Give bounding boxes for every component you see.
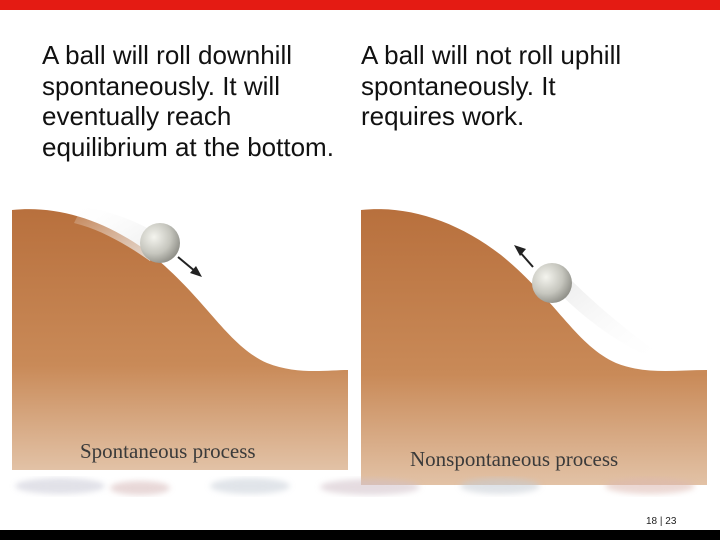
motion-streak (74, 207, 162, 261)
caption-spontaneous: A ball will roll downhill spontaneously.… (42, 40, 334, 163)
page-number: 18 | 23 (646, 516, 677, 527)
ball (140, 223, 180, 263)
caption-nonspontaneous: A ball will not roll uphill spontaneousl… (361, 40, 622, 132)
motion-streak (553, 275, 661, 355)
decorative-footer-strip (15, 478, 695, 495)
top-accent-bar (0, 0, 720, 10)
figure-label-nonspontaneous: Nonspontaneous process (410, 447, 619, 471)
ball (532, 263, 572, 303)
bottom-footer-bar (0, 530, 720, 540)
arrow-up-left-icon (514, 245, 534, 268)
nonspontaneous-hill-illustration (361, 209, 707, 485)
arrow-down-right-icon (177, 256, 202, 277)
hill-slope (361, 209, 707, 485)
hill-slope (12, 209, 348, 470)
figure-label-spontaneous: Spontaneous process (80, 439, 256, 463)
spontaneous-hill-illustration (12, 207, 348, 470)
